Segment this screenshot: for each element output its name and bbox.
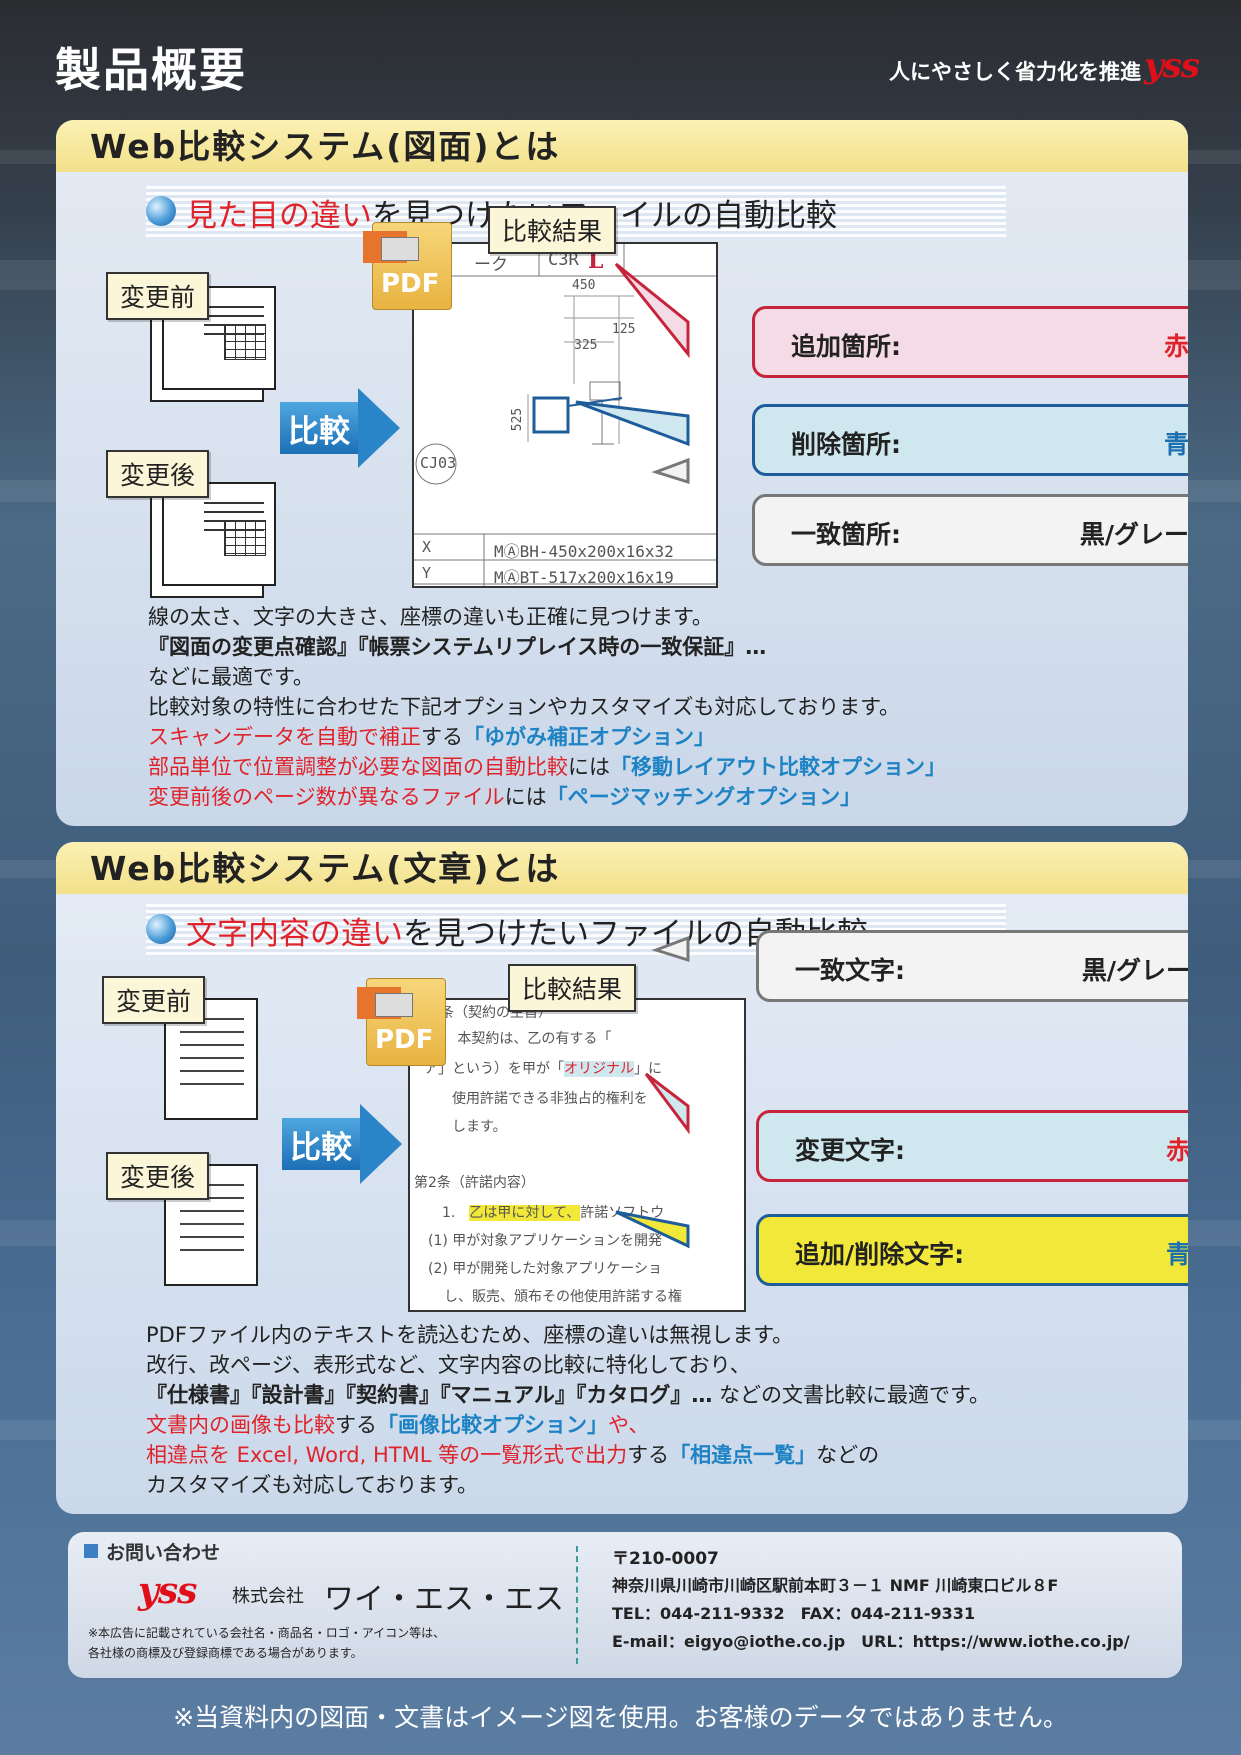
doc-line: (1) 甲が対象アプリケーションを開発	[428, 1233, 663, 1249]
result-label: 比較結果	[488, 206, 617, 254]
pdf-file-icon: PDF	[363, 222, 452, 310]
tel-fax: TEL：044-211-9332 FAX：044-211-9331	[612, 1604, 976, 1623]
contact-box: お問い合わせ yss 株式会社 ワイ・エス・エス ※本広告に記載されている会社名…	[68, 1532, 1182, 1678]
description-line: 比較対象の特性に合わせた下記オプションやカスタマイズも対応しております。	[148, 695, 901, 719]
callout-added: 追加箇所:赤	[752, 306, 1188, 378]
page-title: 製品概要	[55, 43, 247, 97]
circle-label: CJ03	[420, 454, 457, 472]
footnote: ※当資料内の図面・文書はイメージ図を使用。お客様のデータではありません。	[173, 1703, 1068, 1732]
row-key: X	[422, 538, 432, 556]
callout-matched: 一致箇所:黒/グレー	[752, 494, 1188, 566]
doc-line: 1. 本契約は、乙の有する「	[430, 1031, 612, 1047]
doc-line: し、販売、頒布その他使用許諾する権	[444, 1289, 682, 1305]
callout-deleted: 削除箇所:青	[752, 404, 1188, 476]
callout-matched-text: 一致文字:黒/グレー	[756, 930, 1188, 1002]
company-prefix: 株式会社	[232, 1586, 304, 1607]
divider	[576, 1546, 578, 1664]
text-section-panel: Web比較システム(文章)とは 文字内容の違いを見つけたいファイルの自動比較 変…	[56, 842, 1188, 1514]
doc-line: ア」という）を甲が「オリジナル」に	[424, 1061, 662, 1077]
text-result-sheet: 条（契約の主旨） 1. 本契約は、乙の有する「 ア」という）を甲が「オリジナル」…	[408, 998, 746, 1312]
row-value: MⒶBH-450x200x16x32	[494, 542, 674, 561]
bullet-orb-icon	[146, 196, 176, 226]
yss-logo: yss	[1143, 46, 1200, 86]
doc-line: (2) 甲が開発した対象アプリケーショ	[428, 1261, 663, 1277]
after-label: 変更後	[106, 1152, 210, 1200]
dimension-label: 125	[612, 322, 636, 337]
option-line: 変更前後のページ数が異なるファイルには「ページマッチングオプション」	[148, 785, 862, 809]
row-value: MⒶBT-517x200x16x19	[494, 568, 674, 587]
drawing-lines	[414, 244, 716, 586]
contact-heading: お問い合わせ	[106, 1542, 221, 1564]
dimension-label: 450	[572, 278, 596, 293]
description-line: カスタマイズも対応しております。	[146, 1473, 479, 1497]
result-label: 比較結果	[508, 964, 637, 1012]
before-label: 変更前	[102, 976, 206, 1024]
doc-line: 使用許諾できる非独占的権利を	[452, 1091, 648, 1107]
yss-logo: yss	[138, 1570, 197, 1612]
section-title: Web比較システム(文章)とは	[56, 842, 1188, 894]
doc-line: 第2条（許諾内容）	[414, 1175, 535, 1191]
description-line: 改行、改ページ、表形式など、文字内容の比較に特化しており、	[146, 1353, 751, 1377]
compare-label: 比較	[288, 414, 350, 450]
description-line: PDFファイル内のテキストを読込むため、座標の違いは無視します。	[146, 1323, 794, 1347]
drawing-result-sheet: ーク C3R L 450 125 325 525 CJ03 X MⒶBH-450…	[412, 242, 718, 588]
company-name: ワイ・エス・エス	[324, 1582, 564, 1617]
dimension-label: 325	[574, 338, 598, 353]
compare-arrow-icon: 比較	[282, 1104, 402, 1184]
trademark-note: ※本広告に記載されている会社名・商品名・ロゴ・アイコン等は、	[88, 1626, 446, 1640]
before-label: 変更前	[106, 272, 210, 320]
option-line: 部品単位で位置調整が必要な図面の自動比較には「移動レイアウト比較オプション」	[148, 755, 946, 779]
bullet-orb-icon	[146, 914, 176, 944]
postal-code: 〒210-0007	[612, 1549, 719, 1569]
description-line: 『仕様書』『設計書』『契約書』『マニュアル』『カタログ』… などの文書比較に最適…	[146, 1383, 990, 1407]
description-line: などに最適です。	[148, 665, 314, 689]
added-marker: L	[588, 248, 604, 274]
address: 神奈川県川崎市川崎区駅前本町３－１ NMF 川崎東口ビル８F	[612, 1576, 1059, 1595]
after-label: 変更後	[106, 450, 210, 498]
description-line: 線の太さ、文字の大きさ、座標の違いも正確に見つけます。	[148, 605, 713, 629]
drawing-section-panel: Web比較システム(図面)とは 見た目の違いを見つけたいファイルの自動比較 変更…	[56, 120, 1188, 826]
section-title: Web比較システム(図面)とは	[56, 120, 1188, 172]
doc-line: します。	[452, 1119, 507, 1135]
callout-added-deleted-text: 追加/削除文字:青	[756, 1214, 1188, 1286]
option-line: 相違点を Excel, Word, HTML 等の一覧形式で出力する「相違点一覧…	[146, 1443, 880, 1467]
compare-label: 比較	[290, 1130, 352, 1166]
trademark-note: 各社様の商標及び登録商標である場合があります。	[88, 1646, 363, 1660]
square-bullet-icon	[84, 1544, 98, 1558]
doc-line: 1. 乙は甲に対して、許諾ソフトウ	[442, 1205, 665, 1221]
drawing-header-cell: C3R	[548, 250, 579, 270]
option-line: スキャンデータを自動で補正する「ゆがみ補正オプション」	[148, 725, 715, 749]
row-key: Y	[422, 564, 432, 582]
callout-changed-text: 変更文字:赤	[756, 1110, 1188, 1182]
option-line: 文書内の画像も比較する「画像比較オプション」や、	[146, 1413, 650, 1437]
drawing-document-icon	[162, 482, 276, 586]
drawing-header-cell: ーク	[474, 255, 508, 275]
description-line: 『図面の変更点確認』『帳票システムリプレイス時の一致保証』…	[148, 635, 767, 659]
pdf-file-icon: PDF	[357, 978, 446, 1066]
dimension-label: 525	[510, 407, 526, 432]
email-url[interactable]: E-mail：eigyo@iothe.co.jp URL：https://www…	[612, 1632, 1130, 1651]
tagline: 人にやさしく省力化を推進	[889, 60, 1141, 84]
compare-arrow-icon: 比較	[280, 388, 400, 468]
